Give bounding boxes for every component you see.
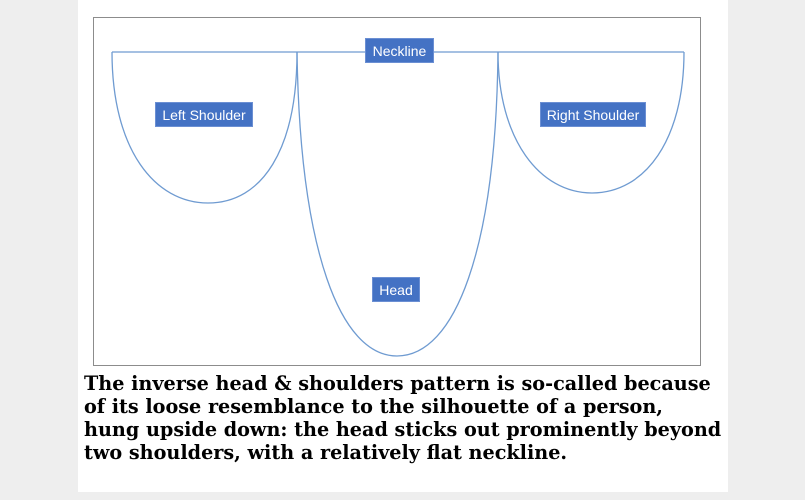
diagram-frame [93, 17, 701, 366]
neckline-label: Neckline [365, 38, 434, 63]
caption-text: The inverse head & shoulders pattern is … [84, 372, 722, 464]
left-shoulder-label: Left Shoulder [155, 102, 253, 127]
head-label: Head [372, 277, 420, 302]
left-shoulder-curve [111, 51, 298, 204]
right-shoulder-label: Right Shoulder [540, 102, 646, 127]
head-curve [296, 51, 499, 357]
right-shoulder-curve [497, 51, 685, 194]
